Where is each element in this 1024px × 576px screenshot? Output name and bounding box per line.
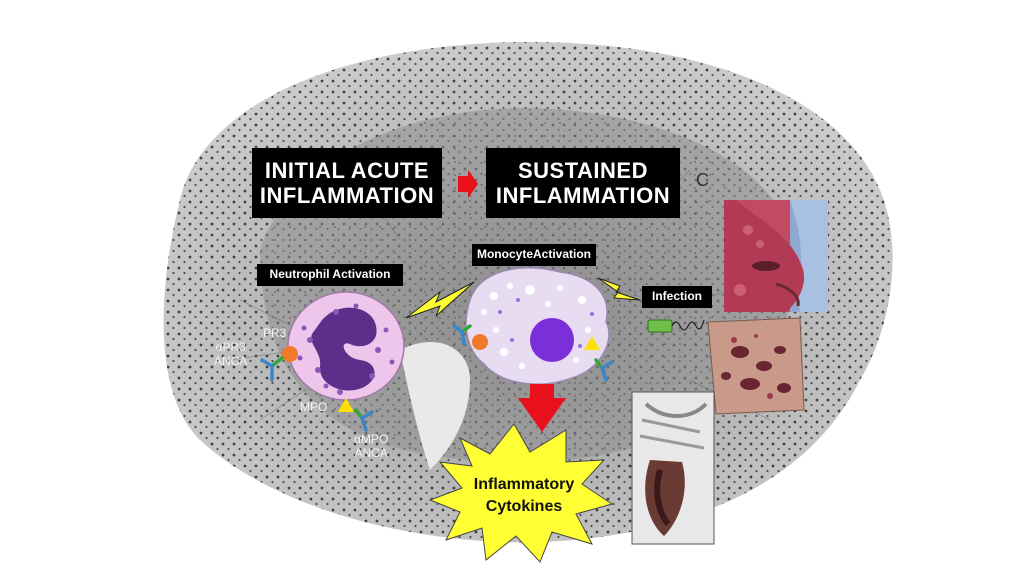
cytokines-line-2: Cytokines — [485, 497, 563, 515]
ampo-text: αMPO — [354, 432, 389, 446]
pr3-label: PR3 — [263, 326, 286, 340]
lightning-icon — [405, 281, 475, 319]
heading-initial: INITIAL ACUTE INFLAMMATION — [259, 157, 435, 208]
antibody-icon — [594, 358, 614, 382]
neutrophil-activation-label: Neutrophil Activation — [257, 264, 403, 286]
mpo-label: MPO — [300, 400, 327, 414]
antibody-icon — [354, 408, 374, 432]
chest-xray-photo — [631, 391, 715, 545]
panel-letter: C — [696, 170, 709, 190]
apr3-text: αPR3 — [215, 340, 246, 354]
monocyte-activation-label: MonocyteActivation — [472, 244, 596, 266]
apr3-anca-label: αPR3 ANCA — [214, 340, 247, 369]
mpo-text: MPO — [300, 400, 328, 414]
starburst-icon — [428, 423, 614, 563]
sustained-inflammation-box: SUSTAINED INFLAMMATION — [486, 148, 680, 218]
facial-lesion-photo — [724, 200, 828, 312]
monocyte-activation-text: MonocyteActivation — [476, 247, 591, 262]
antibody-icon — [260, 356, 284, 382]
mpo-antigen-monocyte — [584, 336, 600, 350]
pr3-antigen — [282, 346, 298, 362]
initial-acute-inflammation-box: INITIAL ACUTE INFLAMMATION — [252, 148, 442, 218]
red-arrow-icon — [458, 170, 478, 198]
monocyte-cell-icon — [465, 267, 610, 385]
skin-lesion-photo — [707, 317, 805, 415]
cytokines-line-1: Inflammatory — [473, 476, 575, 493]
pr3-text: PR3 — [263, 326, 287, 340]
inflammatory-cytokines-label: Inflammatory Cytokines — [466, 474, 582, 517]
pr3-antigen-monocyte — [472, 334, 488, 350]
bacterium-icon — [647, 319, 705, 333]
ampo-anca-label: αMPO ANCA — [354, 432, 388, 461]
neutrophil-activation-text: Neutrophil Activation — [269, 267, 391, 282]
red-arrow-icon — [518, 384, 566, 432]
infection-label: Infection — [642, 286, 712, 308]
heading-sustained: SUSTAINED INFLAMMATION — [495, 157, 671, 208]
ampo-anca-text: ANCA — [354, 446, 388, 461]
neutrophil-cell-icon — [287, 291, 405, 401]
mpo-antigen — [338, 398, 354, 412]
antibody-icon — [452, 324, 472, 346]
infection-text: Infection — [652, 289, 702, 304]
apr3-anca-text: ANCA — [214, 354, 248, 369]
lightning-icon — [597, 277, 641, 301]
